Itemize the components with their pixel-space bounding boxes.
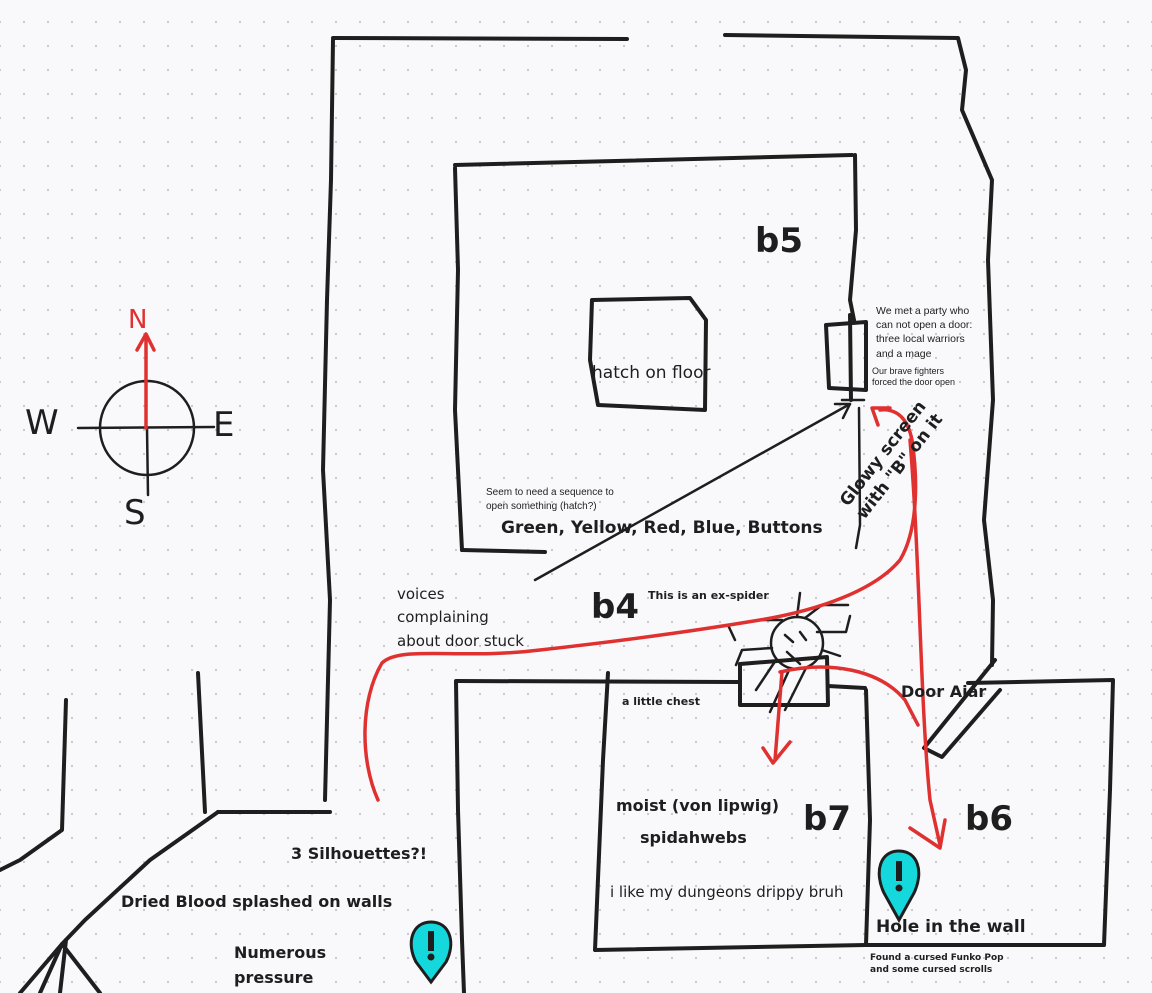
note-ex-spider: This is an ex-spider [648,589,769,602]
note-funko: Found a cursed Funko Pop and some cursed… [870,953,1004,976]
note-voices: voices complaining about door stuck [397,585,524,650]
party-route-path [363,406,947,850]
room-b5-walls [453,153,862,554]
note-door-ajar: Door Ajar [901,682,987,701]
exclamation-pin-icon[interactable] [877,849,921,924]
compass-west: W [25,403,59,443]
spider-doodle [726,591,852,714]
note-fighters: Our brave fighters forced the door open [872,366,956,387]
room-b6-walls [864,658,1115,947]
note-buttons: Green, Yellow, Red, Blue, Buttons [501,518,823,538]
note-hatch: hatch on floor [592,363,711,383]
note-party-met: We met a party who can not open a door: … [876,305,973,360]
note-spidahwebs: spidahwebs [640,828,747,847]
note-moist: moist (von lipwig) [616,796,780,815]
room-label-b5: b5 [755,221,803,261]
note-hole-in-wall: Hole in the wall [876,917,1026,937]
room-b7-walls [454,671,872,993]
note-pressure: Numerous pressure [234,943,327,987]
sw-passage-walls [0,671,220,993]
room-label-b6: b6 [965,799,1013,839]
room-label-b4: b4 [591,587,639,627]
note-little-chest: a little chest [622,695,700,708]
b5-door [824,313,868,402]
outer-walls [216,33,995,814]
compass-east: E [213,405,235,445]
note-sequence: Seem to need a sequence to open somethin… [486,487,614,512]
hatch-shape [588,296,708,412]
note-dried-blood: Dried Blood splashed on walls [121,892,393,911]
note-drippy: i like my dungeons drippy bruh [610,883,844,901]
compass-north: N [128,305,148,335]
exclamation-pin-icon[interactable] [409,920,453,985]
note-silhouettes: 3 Silhouettes?! [291,844,428,863]
room-label-b7: b7 [803,799,851,839]
compass-south: S [124,493,146,533]
chest-shape [738,655,830,707]
voices-arrow [533,402,852,582]
compass-rose [76,332,216,497]
